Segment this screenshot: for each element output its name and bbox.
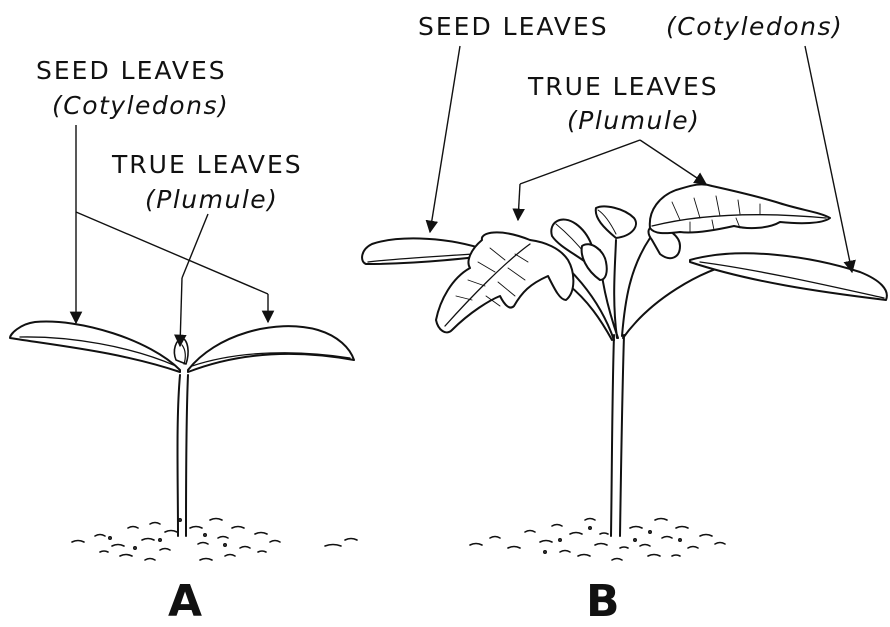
- seed-leaves-label-b: SEED LEAVES: [418, 14, 609, 39]
- plumule-label-a: (Plumule): [145, 187, 278, 212]
- plumule-a: [174, 338, 188, 364]
- seedling-b: [362, 184, 887, 560]
- cotyledon-left-a: [10, 322, 180, 372]
- true-leaf-right-b: [650, 184, 830, 233]
- cotyledons-label-a: (Cotyledons): [52, 93, 229, 118]
- true-leaves-label-b: TRUE LEAVES: [528, 74, 719, 99]
- cotyledon-right-b: [690, 253, 887, 300]
- panel-letter-b: B: [586, 580, 620, 624]
- plumule-label-b: (Plumule): [567, 108, 700, 133]
- cotyledons-label-b: (Cotyledons): [666, 14, 843, 39]
- soil-a: [72, 519, 357, 561]
- soil-b: [470, 519, 725, 561]
- true-leaves-label-a: TRUE LEAVES: [112, 152, 303, 177]
- seedling-a: [10, 322, 357, 560]
- panel-letter-a: A: [168, 580, 202, 624]
- cotyledon-right-a: [188, 326, 354, 372]
- seed-leaves-label-a: SEED LEAVES: [36, 58, 227, 83]
